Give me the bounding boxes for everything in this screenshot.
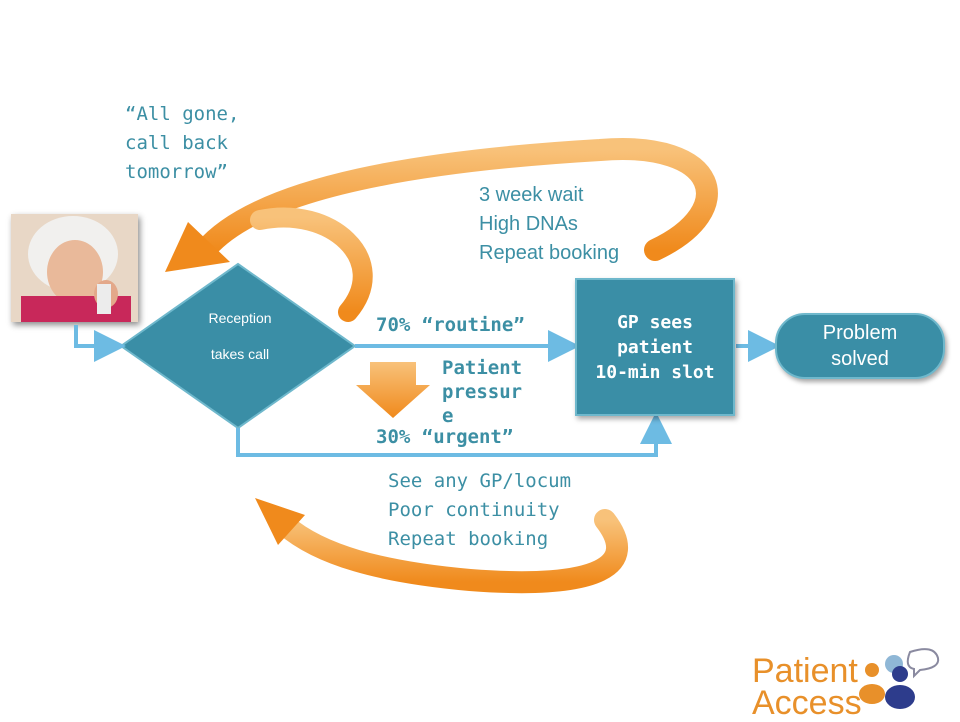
pressure-line3: e [442, 405, 454, 427]
solved-line2: solved [831, 348, 889, 370]
all-gone-line3: tomorrow” [125, 161, 228, 183]
reception-label: Reception takes call [150, 300, 330, 372]
gp-box-line3: 10-min slot [595, 361, 715, 383]
solved-line1: Problem [822, 322, 898, 344]
all-gone-arrow [250, 207, 373, 322]
pressure-arrow [356, 362, 430, 418]
gp-box-line1: GP sees [617, 311, 693, 333]
pressure-line1: Patient [442, 357, 523, 379]
reception-line1: Reception [208, 310, 272, 326]
pressure-label: Patient pressur e [442, 356, 522, 428]
urgent-note-line3: Repeat booking [388, 528, 549, 550]
all-gone-line1: “All gone, [125, 103, 240, 125]
urgent-loop-arrowhead [255, 498, 305, 545]
logo-line2: Access [752, 684, 862, 722]
gp-sees-patient-box: GP sees patient 10-min slot [575, 278, 735, 416]
urgent-loop-arrow [274, 509, 628, 594]
caller-to-reception-line [74, 325, 126, 362]
wait-note-line2: High DNAs [479, 213, 578, 235]
gp-box-line2: patient [617, 336, 693, 358]
wait-note-line1: 3 week wait [479, 184, 584, 206]
patient-access-logo: Patient Access [752, 652, 862, 722]
logo-mark [859, 648, 940, 709]
urgent-label: 30% “urgent” [376, 426, 514, 448]
caller-photo [11, 214, 138, 322]
urgent-notes: See any GP/locum Poor continuity Repeat … [388, 467, 571, 554]
wait-notes: 3 week wait High DNAs Repeat booking [479, 181, 619, 268]
urgent-flow-line [236, 412, 672, 457]
pressure-line2: pressur [442, 381, 523, 403]
wait-note-line3: Repeat booking [479, 242, 620, 264]
urgent-note-line1: See any GP/locum [388, 470, 572, 492]
problem-solved-box: Problem solved [775, 313, 945, 379]
logo-line1: Patient [752, 652, 858, 690]
all-gone-note: “All gone, call back tomorrow” [125, 100, 239, 187]
reception-line2: takes call [210, 346, 270, 362]
all-gone-line2: call back [125, 132, 228, 154]
return-loop-arrow [194, 138, 718, 261]
return-loop-arrowhead [165, 222, 230, 272]
routine-label: 70% “routine” [376, 314, 525, 336]
urgent-note-line2: Poor continuity [388, 499, 560, 521]
